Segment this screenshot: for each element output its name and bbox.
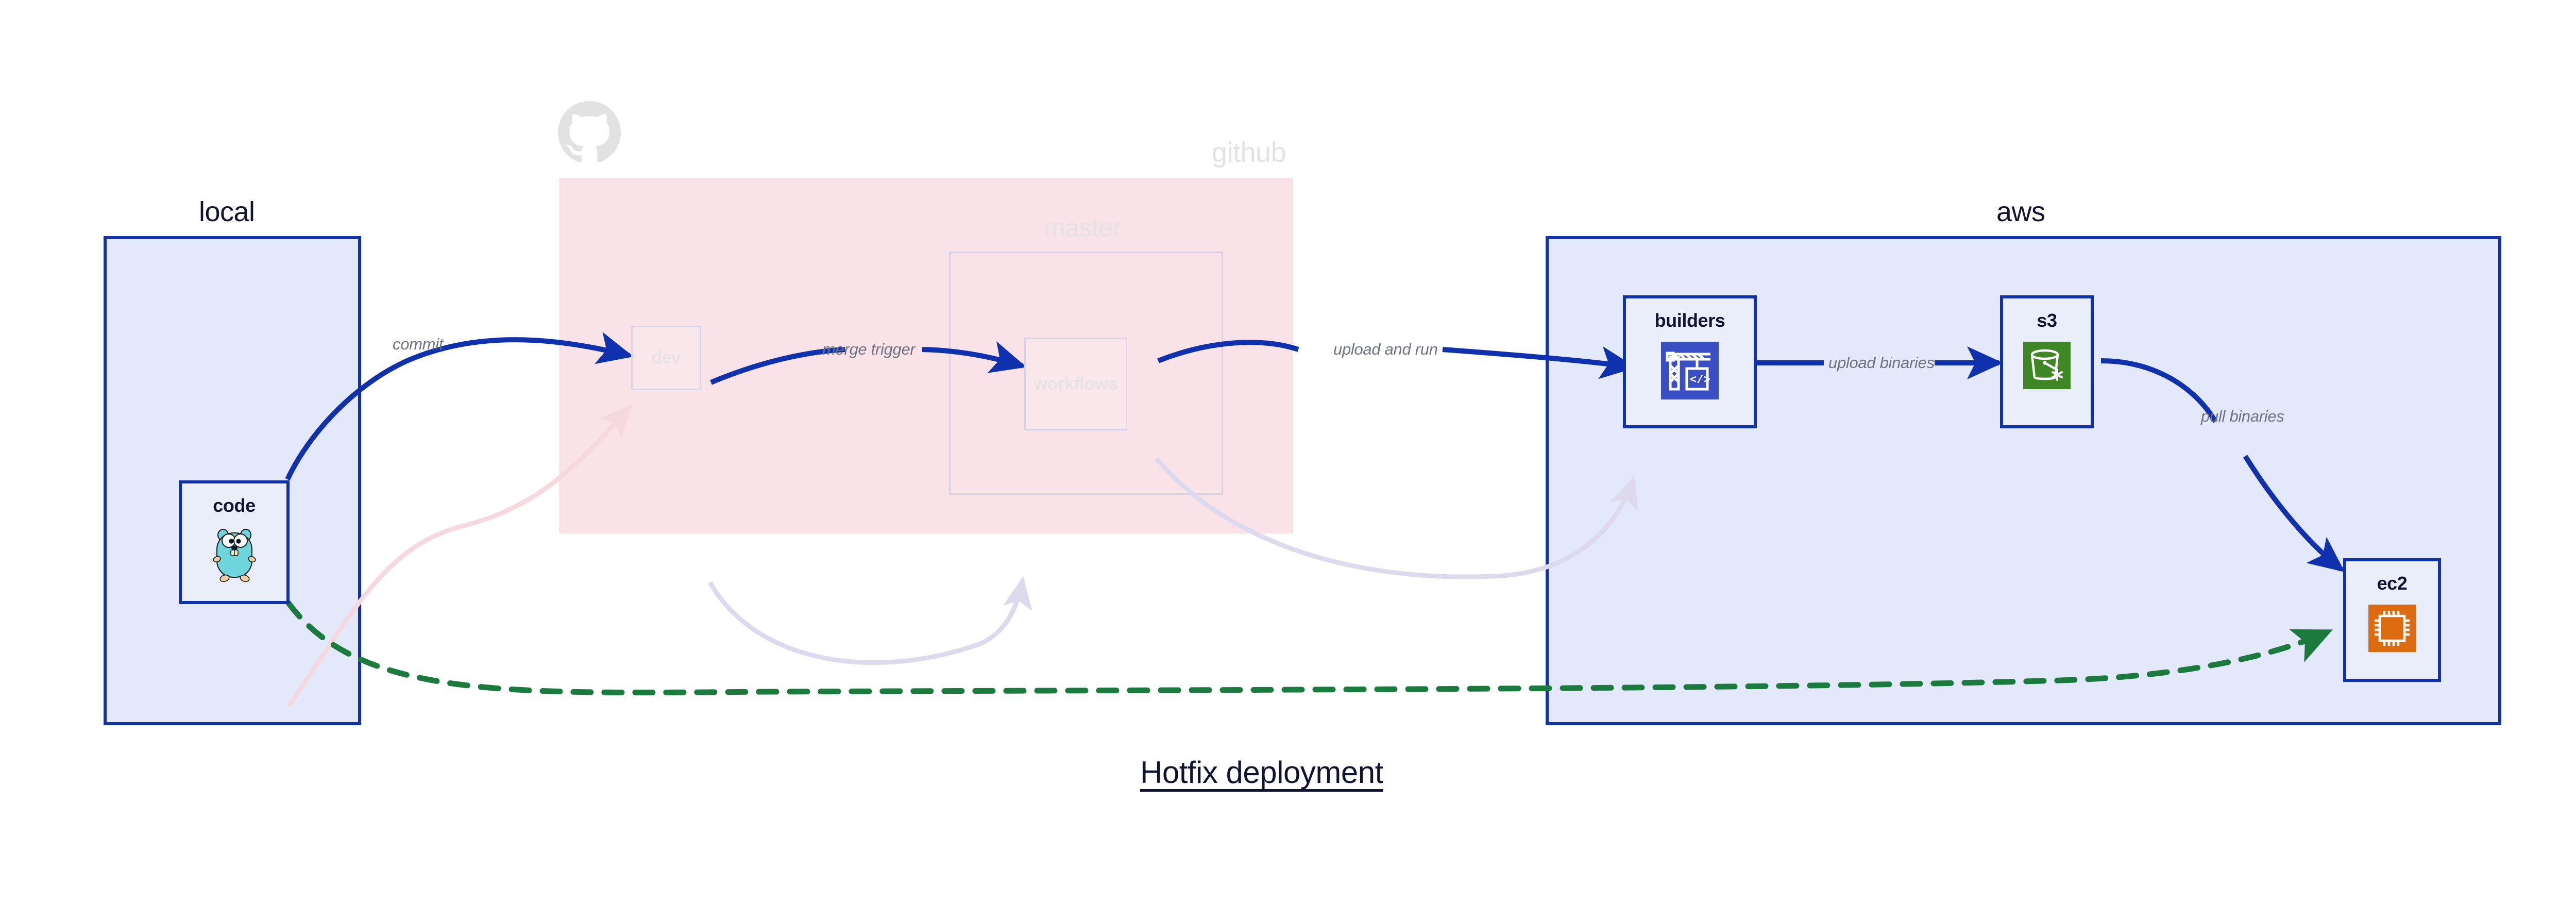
node-s3-label: s3 — [2037, 310, 2057, 331]
node-workflows-label: workflows — [1033, 374, 1118, 394]
go-gopher-icon — [211, 527, 258, 585]
group-label-github: github — [1212, 137, 1286, 168]
node-code-label: code — [213, 495, 256, 516]
edge-upload-and-run-a — [1157, 340, 1299, 363]
edge-merge-trigger-a — [710, 347, 845, 385]
page-title: Hotfix deployment — [1140, 755, 1383, 790]
node-builders[interactable]: builders — [1623, 295, 1757, 428]
edge-label-upload-and-run: upload and run — [1333, 340, 1438, 358]
group-label-master: master — [1044, 213, 1121, 242]
edge-pull-binaries-b — [2243, 455, 2345, 572]
crane-code-icon: </> — [1661, 342, 1719, 402]
svg-text:</>: </> — [1690, 374, 1710, 387]
group-label-local: local — [199, 196, 255, 227]
edge-upload-and-run-b — [1442, 346, 1636, 379]
edge-ghost-workflows-builders — [1155, 457, 1638, 579]
edge-label-merge-trigger: merge trigger — [822, 340, 916, 358]
edge-label-commit: commit — [393, 335, 444, 353]
edge-hotfix-direct — [285, 600, 2333, 696]
node-code[interactable]: code — [179, 480, 290, 604]
cpu-chip-icon — [2368, 605, 2416, 655]
node-ec2-label: ec2 — [2377, 573, 2408, 594]
edge-label-upload-binaries: upload binaries — [1828, 354, 1935, 372]
node-builders-label: builders — [1654, 310, 1725, 331]
s3-bucket-icon — [2023, 342, 2071, 392]
github-logo-icon — [558, 101, 621, 164]
group-master — [949, 252, 1223, 495]
edge-pull-binaries-a — [2100, 358, 2218, 423]
node-dev-label: dev — [651, 348, 681, 368]
node-s3[interactable]: s3 — [2000, 295, 2094, 428]
edge-commit — [285, 332, 634, 481]
node-workflows[interactable]: workflows — [1024, 338, 1127, 430]
edge-label-pull-binaries: pull binaries — [2201, 407, 2284, 425]
node-ec2[interactable]: ec2 — [2343, 558, 2441, 682]
node-dev[interactable]: dev — [631, 326, 701, 390]
edge-ghost-code-dev — [286, 404, 632, 708]
edge-merge-trigger-b — [922, 341, 1027, 373]
group-label-aws: aws — [1996, 196, 2045, 227]
edge-ghost-dev-workflows — [708, 576, 1032, 665]
